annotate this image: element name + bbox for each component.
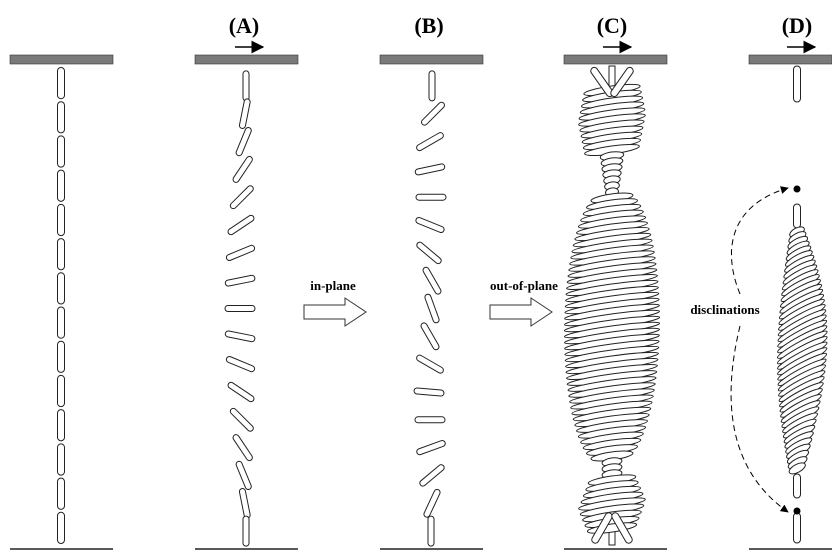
disclination-bottom-dot [794, 508, 801, 515]
rod [794, 513, 801, 543]
rod [239, 98, 251, 129]
rod [232, 155, 254, 183]
rod [420, 322, 440, 351]
rod [225, 306, 255, 312]
top-plate-initial [10, 55, 113, 64]
rod [424, 293, 440, 323]
rod [58, 307, 65, 338]
rod [415, 417, 445, 423]
panel-label-d: (D) [782, 13, 813, 38]
rod [429, 71, 435, 101]
rod [58, 410, 65, 441]
rod [58, 375, 65, 406]
rod [58, 102, 65, 133]
disclination-pointer-bottom [731, 326, 788, 512]
rod [225, 356, 255, 373]
rod [225, 330, 256, 342]
rod [794, 474, 801, 498]
rod [58, 170, 65, 201]
disclinations-label: disclinations [690, 302, 759, 317]
top-plate-d [749, 55, 832, 64]
rod [235, 127, 252, 157]
rod [58, 512, 65, 543]
rod [415, 217, 445, 234]
rod [227, 381, 255, 403]
rod [229, 184, 254, 209]
rod [414, 388, 444, 397]
rod [415, 163, 446, 175]
rod [794, 66, 801, 102]
disclination-top-dot [794, 186, 801, 193]
rod [243, 516, 249, 546]
rod-chain-initial [58, 68, 65, 544]
rod [423, 488, 441, 518]
in-plane-label: in-plane [310, 278, 356, 293]
rod [227, 214, 255, 236]
rod [58, 444, 65, 475]
rod [420, 101, 445, 126]
rod [235, 460, 252, 490]
rod [243, 71, 249, 101]
top-plate-b [380, 55, 483, 64]
rod [58, 478, 65, 509]
rod [794, 204, 801, 228]
out-of-plane-label: out-of-plane [490, 278, 558, 293]
rod [58, 239, 65, 270]
rod [58, 273, 65, 304]
rod [416, 440, 446, 456]
disclination-pointer-top [731, 188, 788, 294]
rod-chain-b [414, 71, 446, 546]
top-plate-a [195, 55, 298, 64]
rod [225, 275, 256, 287]
panel-label-a: (A) [229, 13, 260, 38]
rod [58, 204, 65, 235]
top-plate-c [564, 55, 667, 64]
rod [428, 516, 434, 546]
panel-label-c: (C) [597, 13, 628, 38]
rod [58, 68, 65, 99]
rod [416, 132, 445, 152]
rod [58, 136, 65, 167]
rod [232, 433, 254, 461]
rod [416, 354, 445, 374]
rod [229, 407, 254, 432]
in-plane-arrow [304, 298, 366, 326]
rod [58, 341, 65, 372]
rod-coil-d [776, 66, 829, 543]
rod [416, 241, 443, 265]
panel-label-b: (B) [414, 13, 443, 38]
out-of-plane-arrow [490, 298, 552, 326]
rod-coil-c [564, 66, 660, 545]
rod [225, 244, 255, 261]
rod [422, 266, 442, 295]
rod [419, 463, 446, 487]
rod-chain-a [225, 71, 256, 546]
rod [416, 194, 446, 200]
rod [239, 488, 251, 519]
